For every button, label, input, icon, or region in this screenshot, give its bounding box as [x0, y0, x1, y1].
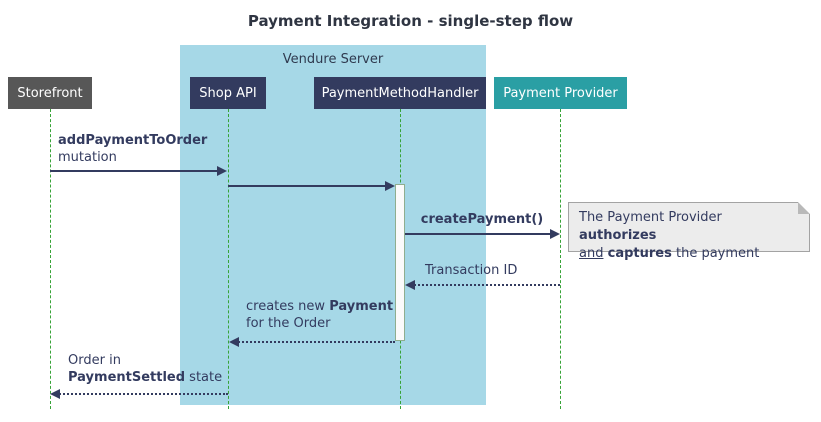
message-label-transaction-id: Transaction ID [425, 262, 517, 279]
message-label-order-settled: Order in PaymentSettled state [68, 352, 222, 386]
note-authorize-capture: The Payment Provider authorizes and capt… [568, 202, 810, 261]
arrowhead-icon [550, 229, 560, 239]
message-label-creates-payment: creates new Payment for the Order [246, 298, 393, 332]
arrow-line [235, 341, 395, 343]
arrow-transaction-id [405, 280, 560, 290]
arrowhead-icon [217, 166, 227, 176]
activation-bar-payment-method-handler [395, 184, 405, 341]
arrow-line [405, 233, 554, 235]
note-text: The Payment Provider [579, 210, 722, 225]
message-text: state [185, 370, 223, 385]
arrowhead-icon [385, 181, 395, 191]
diagram-title: Payment Integration - single-step flow [247, 12, 574, 30]
message-label-add-payment: addPaymentToOrder mutation [58, 132, 207, 166]
message-text: mutation [58, 150, 117, 165]
lifeline-shop-api [228, 109, 229, 409]
note-text: the payment [671, 246, 760, 261]
arrow-create-payment [405, 229, 560, 239]
arrow-creates-payment [229, 337, 395, 347]
arrow-line [50, 170, 221, 172]
arrow-line [56, 393, 228, 395]
arrow-order-settled [50, 389, 228, 399]
arrow-shop-api-to-handler [228, 181, 395, 191]
message-text: PaymentSettled [68, 370, 186, 385]
note-fold-corner-icon [798, 202, 810, 214]
lifeline-payment-provider [560, 109, 561, 409]
participant-storefront: Storefront [8, 77, 92, 109]
note-line-1: The Payment Provider authorizes [579, 209, 799, 245]
message-text: Payment [329, 299, 394, 314]
arrowhead-icon [229, 337, 239, 347]
message-text: for the Order [246, 316, 331, 331]
arrow-add-payment [50, 166, 227, 176]
note-text: and [579, 246, 604, 261]
arrow-line [228, 185, 389, 187]
message-text: addPaymentToOrder [58, 133, 208, 148]
message-text: Transaction ID [425, 263, 518, 278]
message-text: Order in [68, 353, 121, 368]
arrowhead-icon [405, 280, 415, 290]
vendure-server-label: Vendure Server [282, 52, 384, 67]
note-text: captures [607, 246, 672, 261]
message-text: creates new [246, 299, 330, 314]
message-text: createPayment() [420, 212, 544, 227]
participant-shop-api: Shop API [190, 77, 266, 109]
lifeline-storefront [50, 109, 51, 409]
participant-payment-method-handler: PaymentMethodHandler [314, 77, 486, 109]
arrowhead-icon [50, 389, 60, 399]
note-line-2: and captures the payment [579, 245, 799, 263]
message-label-create-payment: createPayment() [404, 211, 560, 228]
arrow-line [411, 284, 560, 286]
note-text: authorizes [579, 228, 657, 243]
participant-payment-provider: Payment Provider [494, 77, 627, 109]
